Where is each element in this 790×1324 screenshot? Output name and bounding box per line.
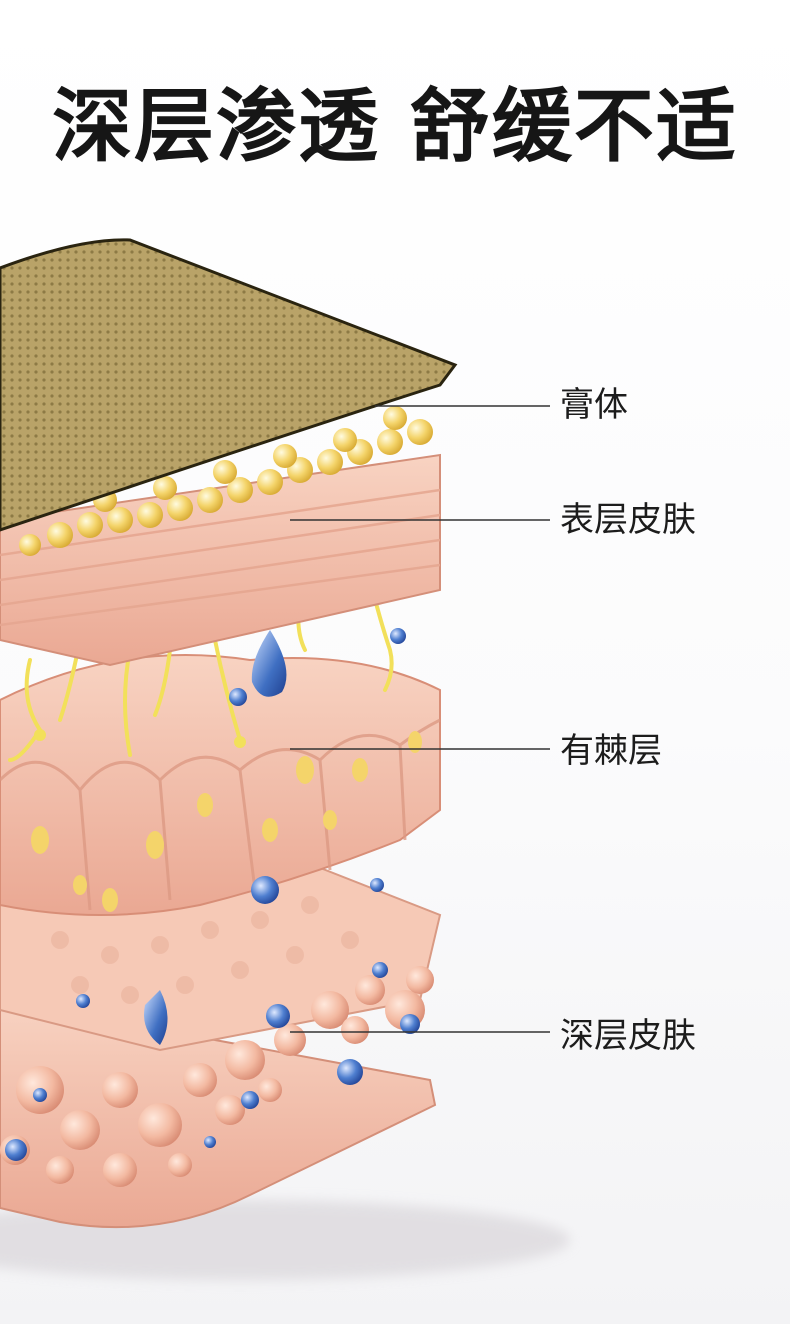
dermis-layer xyxy=(0,858,442,1229)
fat-cell-cluster xyxy=(0,966,434,1187)
leader-lines xyxy=(290,405,550,1033)
plaster-sheet xyxy=(0,238,458,532)
page-headline: 深层渗透 舒缓不适 xyxy=(52,80,738,173)
label-plaster: 膏体 xyxy=(560,385,628,425)
nutrient-droplets-deep xyxy=(5,878,420,1161)
label-spinous-layer: 有棘层 xyxy=(560,731,662,771)
spinous-layer xyxy=(0,630,441,916)
label-dermis: 深层皮肤 xyxy=(560,1016,696,1056)
label-epidermis: 表层皮肤 xyxy=(560,500,696,540)
